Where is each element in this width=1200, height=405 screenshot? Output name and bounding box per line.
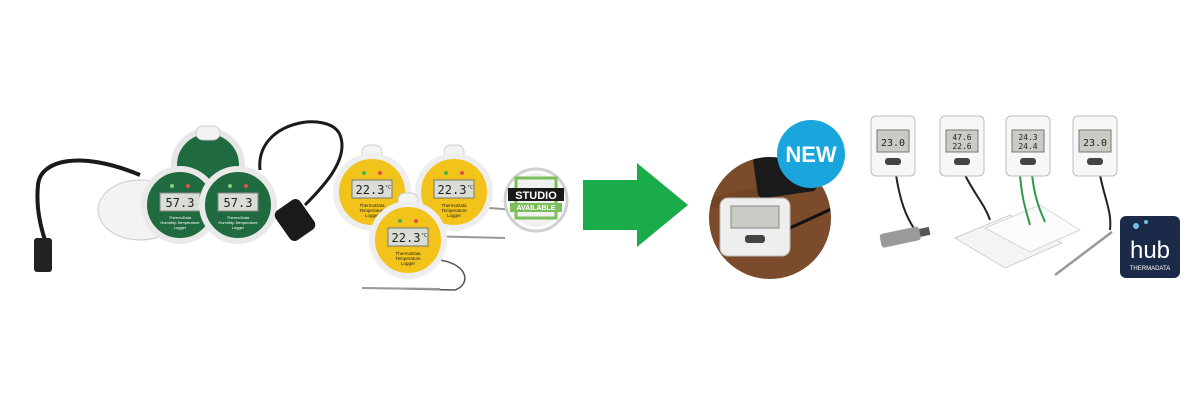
wifi-logger-2: 47.6 22.6 xyxy=(939,115,985,177)
device-name: ThermoData xyxy=(395,251,421,256)
sensor-cable xyxy=(258,120,344,207)
wifi-logger-group xyxy=(879,174,1113,276)
device-name: ThermoData xyxy=(227,215,250,220)
device-name: Logger xyxy=(401,261,416,266)
device-name: Logger xyxy=(447,213,462,218)
probe-needle xyxy=(361,287,441,290)
logger-reading: 23.0 xyxy=(1083,138,1107,149)
device-name: Temperature xyxy=(359,208,385,213)
humidity-logger-2: 57.3 ThermoData Humidity-Temperature Log… xyxy=(199,166,277,244)
display-reading: 22.3 xyxy=(438,183,467,197)
temperature-logger-1: 22.3 °C ThermoData Temperature Logger xyxy=(333,144,411,231)
logger-reading: 24.3 xyxy=(1018,133,1037,142)
logger-reading: 24.4 xyxy=(1018,142,1037,151)
display-reading: 57.3 xyxy=(166,196,195,210)
hub-brand: THERMADATA xyxy=(1130,266,1170,272)
arrow-right-icon xyxy=(583,163,688,247)
device-name: ThermoData xyxy=(169,215,192,220)
probe-cable xyxy=(361,259,466,291)
device-name: Logger xyxy=(174,225,187,230)
device-name: ThermoData xyxy=(441,203,467,208)
thermadata-hub-logo: hub THERMADATA xyxy=(1120,216,1180,278)
wifi-logger-1: 23.0 xyxy=(870,115,916,177)
device-name: Logger xyxy=(365,213,380,218)
logger-reading: 22.6 xyxy=(952,142,971,151)
humidity-logger-1: 57.3 ThermoData Humidity-Temperature Log… xyxy=(141,166,219,244)
wifi-logger-4: 23.0 xyxy=(1072,115,1118,177)
hub-word: hub xyxy=(1130,237,1170,264)
hanging-loop xyxy=(195,125,221,141)
surface-probe-pad xyxy=(953,214,1064,269)
device-name: Temperature xyxy=(395,256,421,261)
device-name: ThermoData xyxy=(359,203,385,208)
surface-probe-pad xyxy=(983,204,1082,253)
wifi-logger-3: 24.3 24.4 xyxy=(1005,115,1051,177)
studio-label: STUDIO xyxy=(515,190,557,202)
unit-label: °C xyxy=(421,233,427,239)
new-badge: NEW xyxy=(777,120,845,188)
studio-available-badge: STUDIO AVAILABLE xyxy=(503,167,569,233)
probe-cable xyxy=(35,158,141,241)
humidity-logger-group: 57.3 ThermoData Humidity-Temperature Log… xyxy=(34,120,344,272)
usb-connector xyxy=(34,238,52,272)
new-badge-label: NEW xyxy=(785,142,837,167)
temperature-logger-3: 22.3 °C ThermoData Temperature Logger xyxy=(369,192,447,279)
available-label: AVAILABLE xyxy=(516,205,555,212)
temperature-logger-group: 22.3 °C ThermoData Temperature Logger 22… xyxy=(333,144,569,291)
humidity-sensor-probe xyxy=(274,199,316,241)
display-reading: 22.3 xyxy=(356,183,385,197)
device-name: Humidity-Temperature xyxy=(218,220,258,225)
temperature-logger-2: 22.3 °C ThermoData Temperature Logger xyxy=(415,144,493,231)
logger-reading: 47.6 xyxy=(952,133,971,142)
unit-label: °C xyxy=(385,185,391,191)
probe-needle xyxy=(1054,231,1113,276)
logger-reading: 23.0 xyxy=(881,138,905,149)
display-reading: 57.3 xyxy=(224,196,253,210)
device-name: Logger xyxy=(232,225,245,230)
humidity-probe xyxy=(879,226,931,248)
unit-label: °C xyxy=(467,185,473,191)
display-reading: 22.3 xyxy=(392,231,421,245)
device-name: Humidity-Temperature xyxy=(160,220,200,225)
device-name: Temperature xyxy=(441,208,467,213)
new-product-photo: NEW xyxy=(707,120,845,281)
